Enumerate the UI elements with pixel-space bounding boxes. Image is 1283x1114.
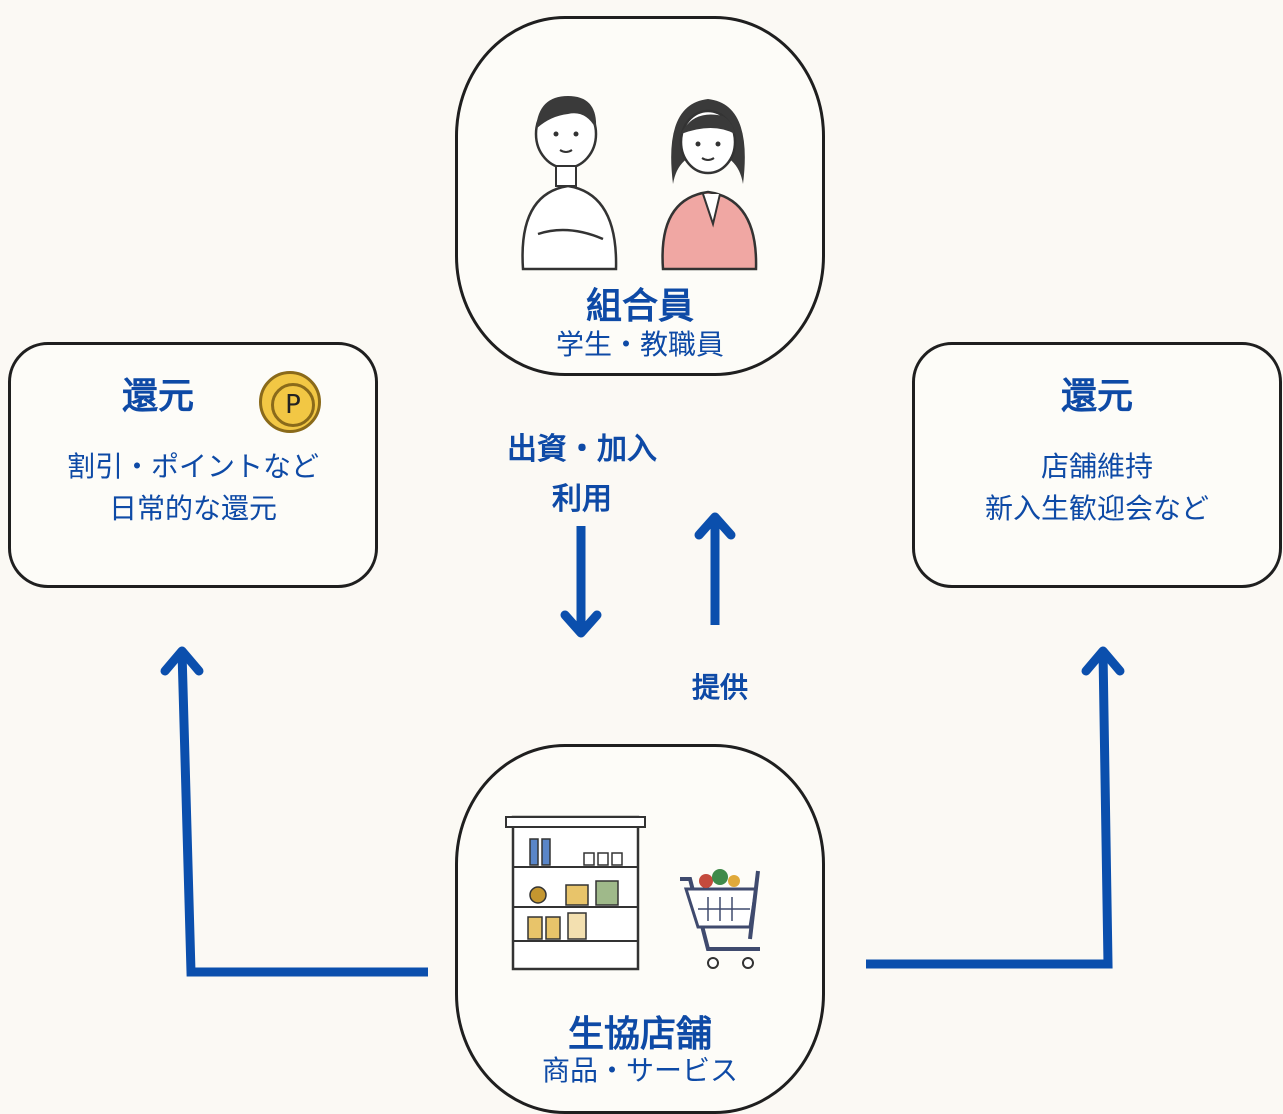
point-coin-letter: P	[271, 383, 315, 427]
right-return-line1: 店舗維持	[1040, 450, 1153, 483]
left-return-connector	[177, 651, 428, 977]
members-title: 組合員	[585, 286, 694, 327]
left-return-line2: 日常的な還元	[108, 492, 277, 525]
members-subtitle: 学生・教職員	[555, 328, 724, 361]
shelf-icon	[505, 815, 646, 971]
right-return-line2: 新入生歓迎会など	[984, 492, 1209, 525]
man-illustration	[521, 96, 618, 271]
store-illustration	[505, 815, 760, 971]
members-illustration	[521, 96, 758, 271]
store-title: 生協店舗	[567, 1014, 712, 1055]
cart-icon	[680, 869, 760, 969]
up-arrow-head	[694, 512, 736, 540]
right-return-title: 還元	[1060, 376, 1133, 417]
provide-label: 提供	[691, 671, 748, 704]
woman-illustration	[661, 99, 758, 271]
right-return-box: 還元 店舗維持 新入生歓迎会など	[912, 342, 1282, 588]
store-box: 生協店舗 商品・サービス	[455, 744, 825, 1114]
usage-label: 利用	[552, 482, 612, 517]
right-return-connector	[866, 651, 1113, 969]
store-subtitle: 商品・サービス	[541, 1054, 738, 1087]
right-return-arrowhead	[1081, 646, 1125, 676]
left-return-arrowhead	[160, 646, 204, 676]
left-return-title: 還元	[121, 376, 194, 417]
down-arrow-head	[560, 610, 602, 638]
investment-label: 出資・加入	[507, 432, 657, 467]
left-return-box: 還元 P 割引・ポイントなど 日常的な還元	[8, 342, 378, 588]
left-return-line1: 割引・ポイントなど	[66, 450, 319, 483]
point-coin-icon: P	[259, 371, 321, 433]
members-box: 組合員 学生・教職員	[455, 16, 825, 376]
